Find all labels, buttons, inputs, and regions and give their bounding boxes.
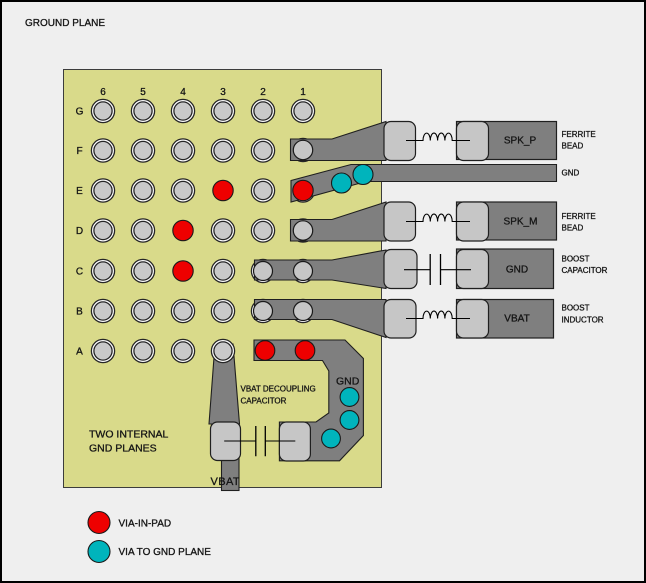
svg-text:5: 5: [140, 87, 146, 98]
svg-text:CAPACITOR: CAPACITOR: [562, 266, 608, 275]
svg-text:VBAT DECOUPLING: VBAT DECOUPLING: [241, 384, 316, 393]
svg-text:3: 3: [220, 87, 226, 98]
svg-text:4: 4: [180, 87, 186, 98]
svg-text:6: 6: [100, 87, 106, 98]
svg-text:SPK_P: SPK_P: [504, 136, 537, 147]
svg-text:GND PLANES: GND PLANES: [89, 443, 157, 455]
svg-text:VBAT: VBAT: [504, 314, 529, 325]
svg-text:1: 1: [300, 87, 306, 98]
svg-text:BEAD: BEAD: [562, 142, 584, 151]
svg-text:GND: GND: [562, 169, 580, 178]
svg-text:FERRITE: FERRITE: [562, 130, 596, 139]
svg-text:E: E: [76, 186, 83, 197]
svg-text:GND: GND: [506, 265, 528, 276]
svg-text:A: A: [76, 347, 83, 358]
svg-text:VIA-IN-PAD: VIA-IN-PAD: [119, 519, 172, 530]
svg-text:GND: GND: [336, 376, 360, 388]
svg-text:C: C: [76, 267, 83, 278]
svg-text:GROUND PLANE: GROUND PLANE: [25, 18, 105, 29]
svg-text:CAPACITOR: CAPACITOR: [241, 397, 287, 406]
svg-text:BOOST: BOOST: [562, 304, 590, 313]
svg-text:INDUCTOR: INDUCTOR: [562, 316, 604, 325]
svg-text:D: D: [76, 226, 83, 237]
svg-text:F: F: [76, 146, 82, 157]
svg-text:B: B: [76, 307, 83, 318]
svg-text:SPK_M: SPK_M: [504, 217, 538, 228]
svg-text:2: 2: [260, 87, 266, 98]
svg-text:FERRITE: FERRITE: [562, 212, 596, 221]
svg-text:TWO INTERNAL: TWO INTERNAL: [89, 428, 168, 440]
svg-text:VBAT: VBAT: [211, 476, 241, 488]
svg-text:BOOST: BOOST: [562, 255, 590, 264]
svg-text:VIA TO GND PLANE: VIA TO GND PLANE: [119, 547, 212, 558]
svg-text:G: G: [76, 107, 84, 118]
svg-text:BEAD: BEAD: [562, 224, 584, 233]
